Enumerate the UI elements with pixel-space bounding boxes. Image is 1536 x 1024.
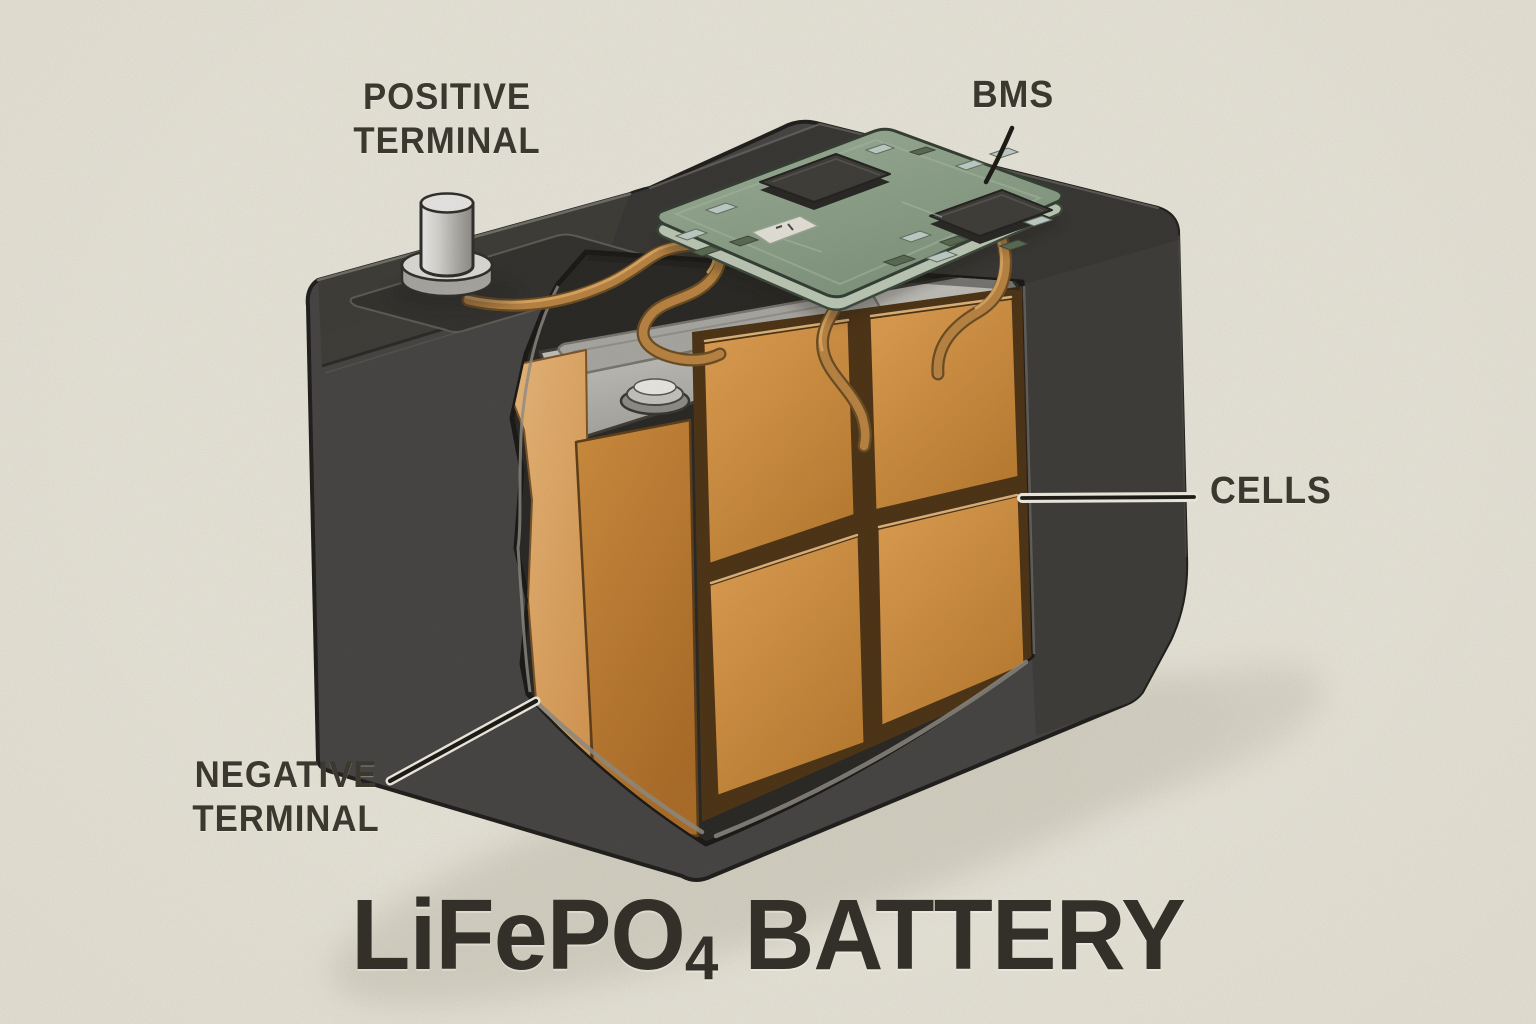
bms-label: BMS <box>971 74 1055 116</box>
diagram-title-formula-subscript: 4 <box>684 923 719 993</box>
negative-terminal-label-line2: TERMINAL <box>192 798 380 840</box>
negative-terminal-label: NEGATIVE TERMINAL <box>117 753 455 841</box>
diagram-title: LiFePO4 BATTERY <box>23 878 1513 994</box>
positive-terminal-label-line1: POSITIVE <box>363 76 531 117</box>
diagram-title-suffix: BATTERY <box>718 879 1185 991</box>
cells-label: CELLS <box>1210 470 1332 512</box>
diagram-title-formula: LiFePO <box>351 879 686 991</box>
positive-terminal-label: POSITIVE TERMINAL <box>278 75 616 163</box>
negative-terminal-label-line1: NEGATIVE <box>194 754 378 795</box>
positive-terminal-label-line2: TERMINAL <box>353 120 541 162</box>
